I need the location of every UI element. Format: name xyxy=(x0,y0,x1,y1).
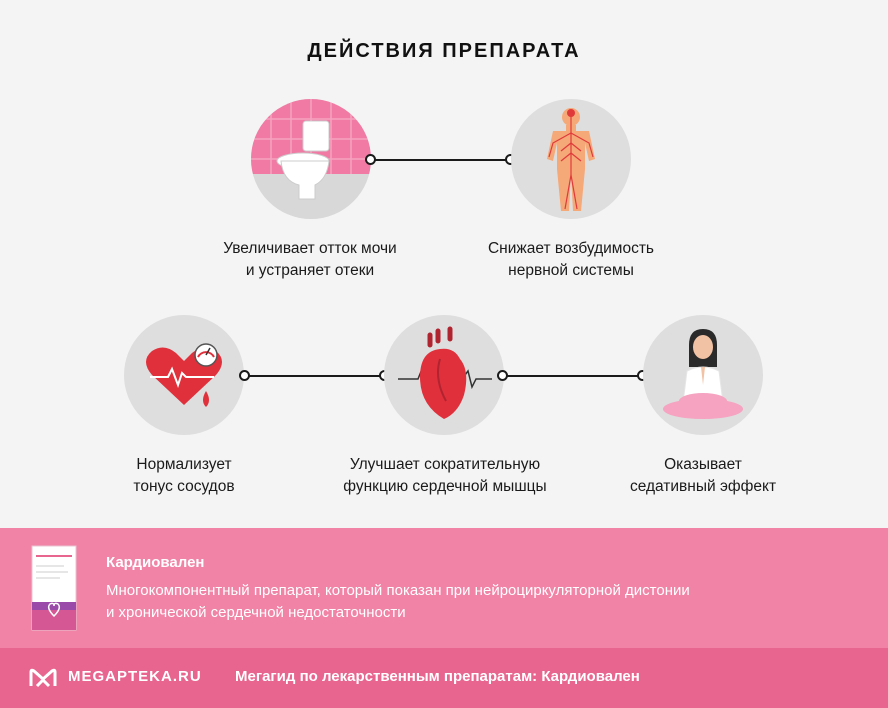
action-caption: Оказывает седативный эффект xyxy=(629,456,777,495)
heart-pressure-illustration xyxy=(124,315,244,435)
heart-organ-illustration xyxy=(384,315,504,435)
connector-line xyxy=(507,375,638,377)
action-caption: Снижает возбудимость нервной системы xyxy=(487,240,655,279)
heart-pressure-icon xyxy=(146,343,222,407)
heart-organ-icon xyxy=(398,326,492,419)
product-info-band: Кардиовален Многокомпонентный препарат, … xyxy=(0,528,888,648)
footer-caption: Мегагид по лекарственным препаратам: Кар… xyxy=(235,668,640,685)
product-description: Многокомпонентный препарат, который пока… xyxy=(106,582,690,621)
connector-line xyxy=(375,159,506,161)
action-caption: Увеличивает отток мочи и устраняет отеки xyxy=(223,240,397,279)
product-package-image xyxy=(28,542,80,634)
action-caption: Нормализует тонус сосудов xyxy=(133,456,235,495)
action-caption: Улучшает сократительную функцию сердечно… xyxy=(343,456,547,495)
product-name: Кардиовален xyxy=(106,554,205,571)
megapteka-logo-icon[interactable] xyxy=(28,666,58,690)
medicine-box-icon xyxy=(31,545,77,631)
nervous-system-illustration xyxy=(511,99,631,219)
toilet-icon xyxy=(251,99,371,219)
connector-line xyxy=(249,375,380,377)
footer-bar: MEGAPTEKA.RU Мегагид по лекарственным пр… xyxy=(0,648,888,708)
page-title: ДЕЙСТВИЯ ПРЕПАРАТА xyxy=(307,40,581,62)
site-logo-text[interactable]: MEGAPTEKA.RU xyxy=(68,668,202,685)
meditation-illustration xyxy=(643,315,763,435)
nervous-system-icon xyxy=(547,108,595,211)
meditation-icon xyxy=(663,329,743,419)
toilet-illustration xyxy=(251,99,371,219)
